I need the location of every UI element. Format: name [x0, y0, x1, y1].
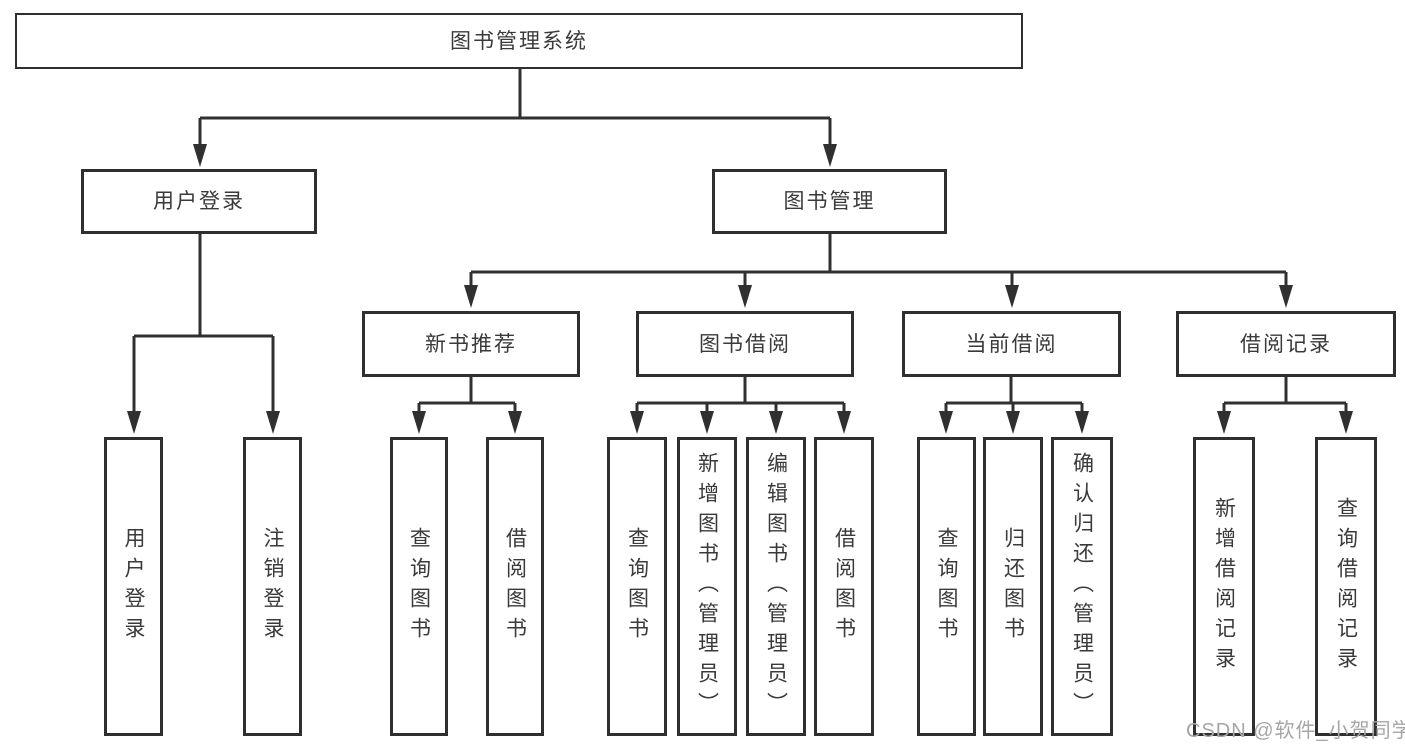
connector-book-mgmt-to-level2	[464, 233, 1293, 308]
node-new-book-recommendation: 新书推荐	[362, 311, 580, 377]
leaf-confirm-return-admin: 确认归还（管理员）	[1051, 437, 1113, 736]
connector-user-login-to-leaves	[127, 233, 280, 434]
leaf-edit-books-admin: 编辑图书（管理员）	[746, 437, 806, 736]
connector-borrow-records-to-leaves	[1217, 376, 1353, 434]
leaf-query-borrow-record: 查询借阅记录	[1315, 437, 1377, 736]
leaf-query-books-3: 查询图书	[917, 437, 976, 736]
leaf-borrow-books-2: 借阅图书	[814, 437, 874, 736]
csdn-watermark: CSDN @软件_小贺同学	[1186, 720, 1405, 742]
node-book-borrowing: 图书借阅	[636, 311, 854, 377]
node-borrowing-records: 借阅记录	[1176, 311, 1396, 377]
node-current-borrowing: 当前借阅	[902, 311, 1121, 377]
connector-root-to-level1	[193, 69, 837, 167]
leaf-add-borrow-record: 新增借阅记录	[1193, 437, 1255, 736]
leaf-borrow-books-1: 借阅图书	[486, 437, 544, 736]
leaf-user-login: 用户登录	[104, 437, 163, 736]
node-book-management-branch: 图书管理	[712, 169, 947, 234]
node-library-management-system: 图书管理系统	[15, 13, 1023, 69]
leaf-add-books-admin: 新增图书（管理员）	[677, 437, 737, 736]
connector-current-borrow-to-leaves	[939, 376, 1089, 434]
leaf-logout: 注销登录	[243, 437, 302, 736]
connector-new-book-to-leaves	[412, 376, 522, 434]
leaf-query-books-1: 查询图书	[390, 437, 448, 736]
leaf-query-books-2: 查询图书	[607, 437, 667, 736]
node-user-login-branch: 用户登录	[81, 169, 317, 234]
leaf-return-books: 归还图书	[983, 437, 1043, 736]
connector-book-borrow-to-leaves	[630, 376, 851, 434]
